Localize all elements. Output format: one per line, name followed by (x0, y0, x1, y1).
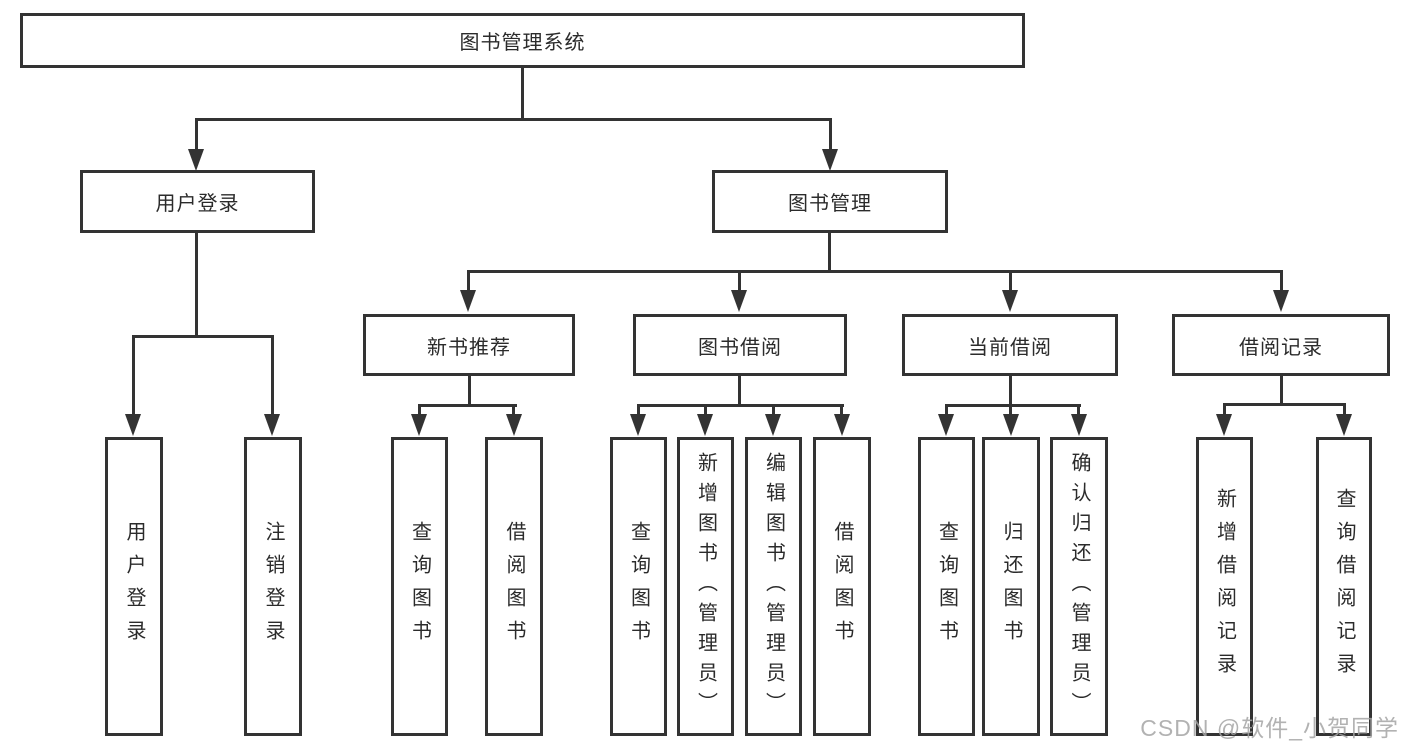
leaf-query-borrow-record: 查询借阅记录 (1316, 437, 1372, 736)
arrow-down-icon (506, 414, 522, 436)
connector-line (1223, 403, 1346, 406)
arrow-down-icon (125, 414, 141, 436)
node-label: 归还图书 (1000, 520, 1022, 653)
leaf-borrowing-query-books: 查询图书 (610, 437, 667, 736)
connector-line (271, 337, 274, 415)
arrow-down-icon (630, 414, 646, 436)
arrow-down-icon (188, 149, 204, 171)
node-label: 用户登录 (155, 193, 240, 215)
arrow-down-icon (822, 149, 838, 171)
connector-line (195, 120, 198, 152)
leaf-add-books-admin: 新增图书（管理员） (677, 437, 734, 736)
connector-line (195, 118, 832, 121)
connector-line (468, 376, 471, 407)
connector-line (829, 120, 832, 152)
arrow-down-icon (834, 414, 850, 436)
node-label: 借阅图书 (503, 520, 525, 653)
connector-line (738, 272, 741, 292)
connector-line (738, 376, 741, 407)
connector-line (1009, 272, 1012, 292)
connector-line (704, 406, 707, 416)
node-book-management: 图书管理 (712, 170, 948, 233)
arrow-down-icon (264, 414, 280, 436)
connector-line (1280, 376, 1283, 405)
node-current-borrowing: 当前借阅 (902, 314, 1118, 376)
leaf-borrowing-borrow-books: 借阅图书 (813, 437, 871, 736)
connector-line (637, 406, 640, 416)
connector-line (512, 406, 515, 416)
watermark: CSDN @软件_小贺同学 (1140, 715, 1399, 741)
leaf-recommend-borrow-books: 借阅图书 (485, 437, 543, 736)
node-label: 查询图书 (627, 520, 650, 653)
leaf-add-borrow-record: 新增借阅记录 (1196, 437, 1253, 736)
connector-line (132, 337, 135, 415)
connector-line (1223, 405, 1226, 416)
connector-line (132, 335, 274, 338)
leaf-current-query-books: 查询图书 (918, 437, 975, 736)
arrow-down-icon (1273, 290, 1289, 312)
node-label: 新增图书（管理员） (694, 451, 717, 722)
node-new-book-recommend: 新书推荐 (363, 314, 575, 376)
node-user-login: 用户登录 (80, 170, 315, 233)
leaf-user-login: 用户登录 (105, 437, 163, 736)
connector-line (1343, 405, 1346, 416)
node-label: 查询借阅记录 (1333, 487, 1355, 686)
node-label: 新书推荐 (427, 336, 511, 359)
connector-line (945, 404, 1081, 407)
arrow-down-icon (411, 414, 427, 436)
node-label: 图书管理系统 (459, 32, 586, 54)
connector-line (637, 404, 844, 407)
arrow-down-icon (697, 414, 713, 436)
connector-line (1280, 272, 1283, 292)
connector-line (1077, 406, 1080, 416)
node-label: 借阅图书 (831, 520, 853, 653)
arrow-down-icon (1336, 414, 1352, 436)
arrow-down-icon (460, 290, 476, 312)
connector-line (195, 233, 198, 337)
node-label: 查询图书 (408, 520, 431, 653)
arrow-down-icon (1003, 414, 1019, 436)
node-label: 查询图书 (935, 520, 958, 653)
node-label: 借阅记录 (1239, 336, 1323, 359)
node-label: 用户登录 (123, 520, 145, 653)
node-label: 新增借阅记录 (1213, 487, 1236, 686)
connector-line (840, 406, 843, 416)
arrow-down-icon (765, 414, 781, 436)
leaf-logout: 注销登录 (244, 437, 302, 736)
node-label: 注销登录 (262, 520, 284, 653)
leaf-confirm-return-admin: 确认归还（管理员） (1050, 437, 1108, 736)
node-label: 当前借阅 (968, 336, 1052, 359)
node-book-borrowing: 图书借阅 (633, 314, 847, 376)
connector-line (828, 233, 831, 272)
leaf-recommend-query-books: 查询图书 (391, 437, 448, 736)
connector-line (521, 68, 524, 119)
arrow-down-icon (731, 290, 747, 312)
leaf-return-books: 归还图书 (982, 437, 1040, 736)
node-borrowing-records: 借阅记录 (1172, 314, 1390, 376)
arrow-down-icon (1002, 290, 1018, 312)
arrow-down-icon (1071, 414, 1087, 436)
connector-line (1009, 376, 1012, 407)
connector-line (1009, 406, 1012, 416)
node-label: 编辑图书（管理员） (762, 451, 785, 722)
node-book-management-system: 图书管理系统 (20, 13, 1025, 68)
connector-line (418, 404, 517, 407)
arrow-down-icon (1216, 414, 1232, 436)
connector-line (418, 406, 421, 416)
arrow-down-icon (938, 414, 954, 436)
node-label: 图书管理 (788, 193, 872, 215)
node-label: 确认归还（管理员） (1068, 451, 1090, 722)
connector-line (467, 270, 1283, 273)
connector-line (467, 272, 470, 292)
node-label: 图书借阅 (698, 336, 782, 359)
leaf-edit-books-admin: 编辑图书（管理员） (745, 437, 802, 736)
connector-line (945, 406, 948, 416)
connector-line (772, 406, 775, 416)
